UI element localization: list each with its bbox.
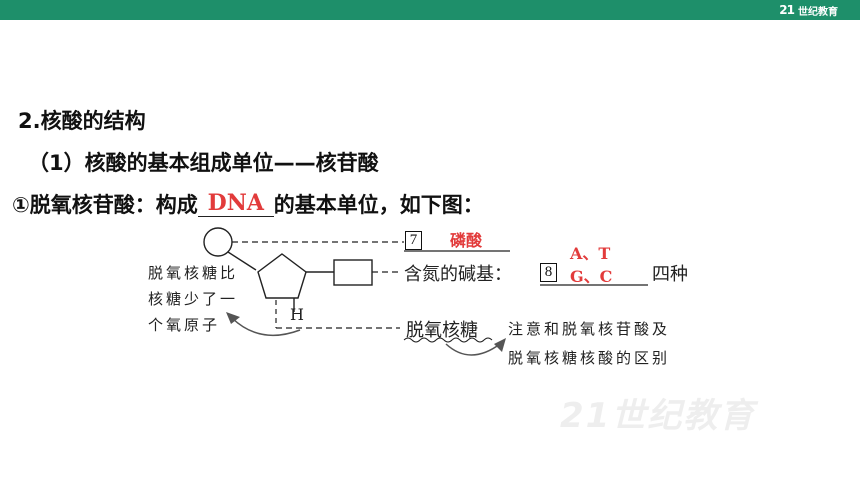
sugar-wavy-underline <box>403 337 493 343</box>
phosphate-answer: 磷酸 <box>450 231 483 250</box>
brand-logo: 21 世纪教育 <box>779 2 838 18</box>
left-note-line1: 脱氧核糖比 <box>148 264 239 282</box>
h-atom-label: H <box>290 305 304 324</box>
header-bar: 21 世纪教育 <box>0 0 860 20</box>
left-arrowhead <box>226 312 240 324</box>
phosphate-sugar-bond <box>227 251 257 271</box>
box-8: 8 <box>540 263 557 282</box>
base-label: 含氮的碱基： <box>404 264 512 285</box>
sugar-label: 脱氧核糖 <box>406 320 478 341</box>
section-heading: 2.核酸的结构 <box>18 109 146 133</box>
logo-mark: 21 <box>779 3 795 17</box>
left-note-line3: 个氧原子 <box>148 316 221 334</box>
left-note-arrow <box>231 317 301 337</box>
right-arrowhead <box>494 338 506 352</box>
left-note-line2: 核糖少了一 <box>148 290 239 308</box>
definition-line: ①脱氧核苷酸：构成 DNA 的基本单位，如下图： <box>12 189 484 219</box>
definition-prefix: ①脱氧核苷酸：构成 <box>12 193 198 217</box>
base-answer-gc: G、C <box>570 267 613 286</box>
phosphate-circle <box>203 227 233 257</box>
four-kinds-label: 四种 <box>652 264 688 285</box>
definition-suffix: 的基本单位，如下图： <box>273 193 484 217</box>
watermark: 21世纪教育 <box>560 396 756 436</box>
deoxyribose-pentagon <box>257 253 307 299</box>
logo-text: 世纪教育 <box>798 6 838 18</box>
box-7: 7 <box>405 231 422 250</box>
base-rectangle <box>333 259 373 286</box>
right-note-line1: 注意和脱氧核苷酸及 <box>508 320 671 338</box>
base-answer-at: A、T <box>570 244 611 263</box>
right-note-line2: 脱氧核糖核酸的区别 <box>508 349 671 367</box>
answer-dna: DNA <box>207 190 264 216</box>
subsection-heading: （1）核酸的基本组成单位——核苷酸 <box>28 151 379 175</box>
right-note-arrow <box>445 343 501 356</box>
answer-blank: DNA <box>197 192 274 217</box>
